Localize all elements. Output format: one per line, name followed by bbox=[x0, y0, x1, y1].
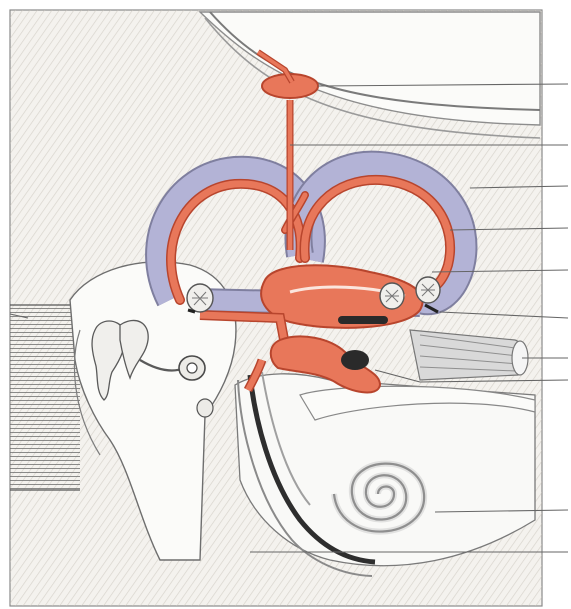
external-auditory-canal bbox=[10, 305, 80, 490]
round-window bbox=[197, 399, 213, 417]
macula-utriculi bbox=[338, 316, 388, 324]
macula-sacculi bbox=[341, 350, 369, 370]
oval-window bbox=[187, 363, 197, 373]
